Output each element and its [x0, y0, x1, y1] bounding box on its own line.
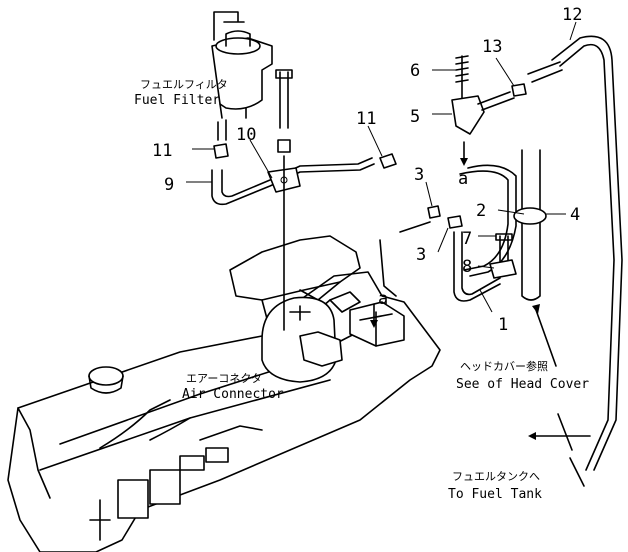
label-4: 4: [570, 205, 580, 225]
air-connector-label: Air Connector: [182, 387, 284, 402]
engine-block: [7, 235, 441, 552]
head-cover-jp: ヘッドカバー参照: [460, 359, 548, 373]
part-labels: 12 13 6 5 11 10 11 9 3 a 2 4 7 3 8 a 1 フ…: [134, 5, 589, 502]
label-a-bottom: a: [378, 289, 388, 309]
label-10: 10: [236, 125, 256, 145]
label-11-right: 11: [356, 109, 376, 129]
label-6: 6: [410, 61, 420, 81]
label-a-top: a: [458, 169, 468, 189]
label-7: 7: [462, 229, 472, 249]
head-cover-label: See of Head Cover: [456, 377, 589, 392]
fuel-filter-label: Fuel Filter: [134, 93, 220, 108]
label-3-bottom: 3: [416, 245, 426, 265]
label-3-top: 3: [414, 165, 424, 185]
fuel-filter: [211, 11, 273, 141]
label-13: 13: [482, 37, 502, 57]
leader-lines: [186, 21, 577, 313]
fuel-filter-jp: フュエルフィルタ: [140, 78, 228, 91]
label-1: 1: [498, 315, 508, 335]
label-2: 2: [476, 201, 486, 221]
fuel-tank-jp: フュエルタンクへ: [452, 470, 540, 483]
pipe-assembly-right: [370, 35, 623, 487]
pipe-assembly-left: [211, 69, 397, 331]
label-8: 8: [462, 257, 472, 277]
air-connector-jp: エアーコネクタ: [186, 372, 262, 385]
label-11-left: 11: [152, 141, 172, 161]
fuel-tank-label: To Fuel Tank: [448, 487, 542, 502]
label-5: 5: [410, 107, 420, 127]
label-9: 9: [164, 175, 174, 195]
label-12: 12: [562, 5, 582, 25]
